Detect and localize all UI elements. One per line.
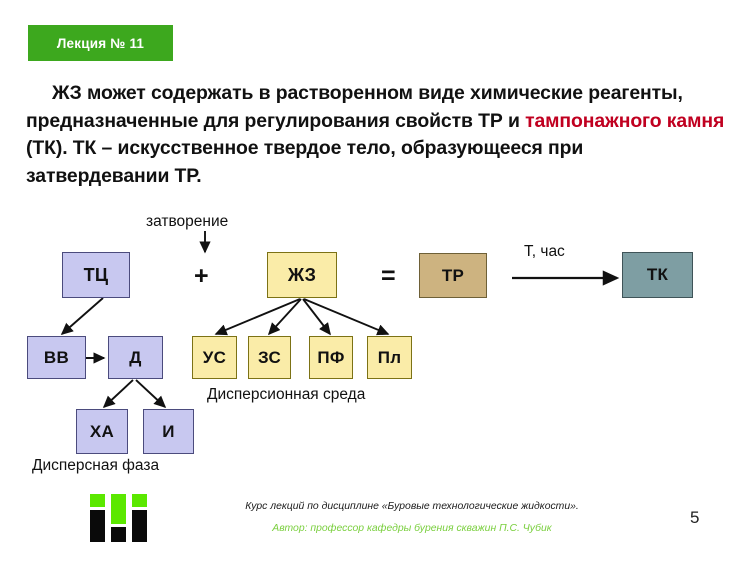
footer-author-line: Автор: профессор кафедры бурения скважин… [272,523,552,534]
footer-credits: Курс лекций по дисциплине «Буровые техно… [222,500,602,536]
box-tc: ТЦ [62,252,130,298]
box-tc-label: ТЦ [83,264,109,285]
symbol-plus: + [194,262,209,290]
label-dispersion-medium: Дисперсионная среда [207,386,366,403]
box-zhz-label: ЖЗ [287,264,317,285]
box-zhz: ЖЗ [267,252,337,298]
box-vv: ВВ [27,336,86,379]
lecture-badge-label: Лекция № 11 [56,35,145,51]
body-paragraph: ЖЗ может содержать в растворенном виде х… [26,80,726,190]
box-i: И [143,409,194,454]
box-tr: ТР [419,253,487,298]
box-vv-label: ВВ [43,347,70,367]
box-zs: ЗС [248,336,291,379]
lecture-badge: Лекция № 11 [28,25,173,61]
box-i-label: И [162,421,175,441]
box-zs-label: ЗС [257,347,282,367]
box-ha-label: ХА [89,421,115,441]
box-tk: ТК [622,252,693,298]
label-hydration: затворение [146,213,229,230]
box-ha: ХА [76,409,128,454]
footer-course-line: Курс лекций по дисциплине «Буровые техно… [245,501,579,512]
box-pl: Пл [367,336,412,379]
box-d: Д [108,336,163,379]
box-us-label: УС [202,347,227,367]
symbol-equals: = [381,262,396,290]
box-pl-label: Пл [377,347,402,367]
institution-logo-icon [90,494,147,542]
box-us: УС [192,336,237,379]
body-segment-highlight: тампонажного камня [525,109,725,132]
box-pf: ПФ [309,336,353,379]
label-time: Т, час [524,243,565,260]
label-dispersed-phase: Дисперсная фаза [32,457,160,474]
body-segment-2: (ТК). ТК – искусственное твердое тело, о… [26,137,584,187]
box-d-label: Д [129,347,142,367]
box-tr-label: ТР [441,265,465,285]
body-segment-1: ЖЗ может содержать в растворенном виде х… [26,82,683,132]
box-tk-label: ТК [646,265,669,284]
page-number: 5 [690,508,700,527]
box-pf-label: ПФ [317,347,345,367]
